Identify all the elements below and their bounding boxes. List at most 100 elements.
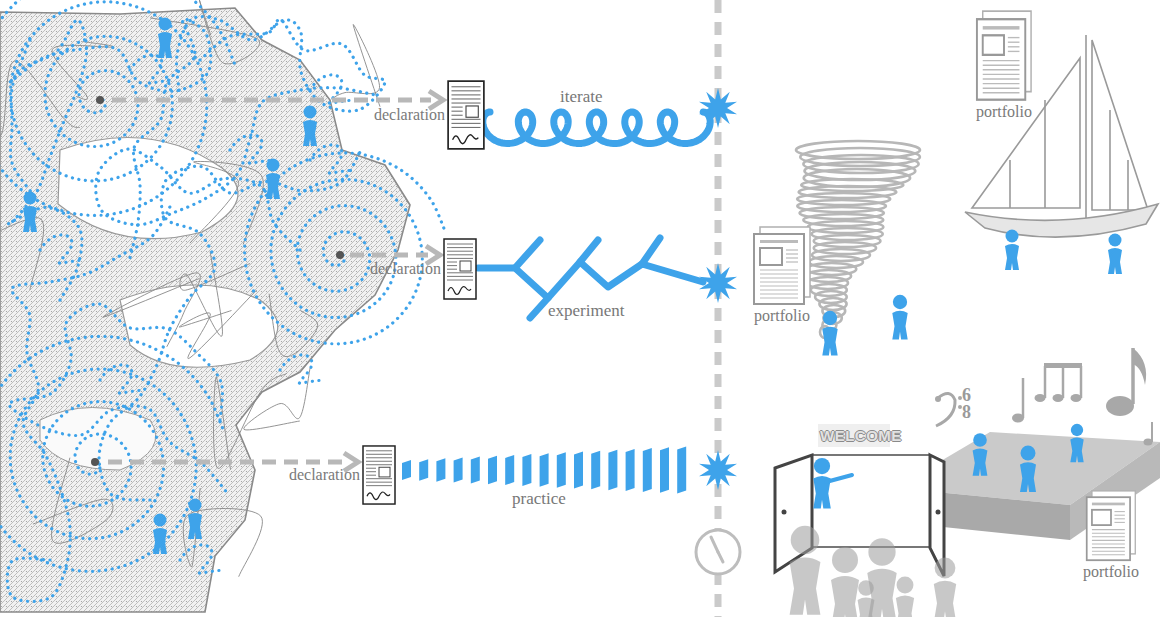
portfolio-text-line (1092, 543, 1125, 544)
path-loop (130, 55, 175, 83)
clock-hand (711, 537, 718, 552)
goal-star (699, 450, 737, 490)
person-head (1021, 446, 1036, 461)
door-panel (930, 455, 944, 576)
practice-bar (591, 451, 600, 490)
person-head (832, 547, 858, 573)
door-panel (775, 455, 812, 572)
document-text-line (366, 464, 392, 465)
spiral-center (96, 96, 104, 104)
greeter-arm (826, 475, 852, 482)
person-head (973, 433, 987, 447)
portfolio-page (1087, 497, 1130, 560)
portfolio-text-line (760, 293, 798, 294)
document-text-line (451, 127, 480, 128)
practice-bar (522, 454, 531, 486)
practice-bar (677, 446, 686, 493)
path-loop (100, 365, 145, 393)
portfolio-text-line (1114, 511, 1124, 512)
document-icon (447, 80, 485, 150)
map-road (103, 273, 200, 347)
document-text-line (366, 454, 392, 455)
map-road (214, 373, 287, 469)
music-notes (935, 348, 1153, 446)
dashed-arrow (112, 98, 431, 103)
document-text-line (447, 254, 473, 255)
person-head (897, 577, 914, 594)
document-text-line (366, 475, 376, 476)
clef-dot (935, 396, 941, 402)
clef-dot (958, 405, 962, 409)
practice-bar (419, 459, 428, 481)
document-text-line (451, 111, 462, 112)
process-label: practice (512, 490, 566, 507)
practice-bar (471, 457, 480, 484)
map-person (153, 514, 167, 555)
portfolio-text-line (760, 281, 798, 282)
signature (448, 287, 471, 295)
person-head (823, 311, 837, 325)
time-signature: 8 (962, 403, 971, 421)
practice-bar (574, 452, 583, 489)
portfolio-text-line (760, 269, 798, 270)
portfolio-text-line (786, 261, 798, 262)
portfolio-text-line (983, 60, 1020, 61)
document-text-line (366, 482, 392, 483)
practice-bar (505, 455, 514, 485)
map-road (183, 488, 262, 577)
portfolio-text-line (786, 253, 798, 254)
portfolio-text-line (760, 285, 798, 286)
practice-bar (608, 450, 617, 490)
signature (367, 492, 390, 500)
portfolio-text-line (983, 74, 1020, 75)
note-stem (1022, 378, 1025, 418)
sailboat (965, 35, 1158, 237)
map-person (188, 499, 202, 540)
document-text-line (451, 90, 480, 91)
document-text-line (366, 461, 392, 462)
visitor-silhouette (831, 547, 859, 617)
clock-face (696, 530, 740, 574)
note-stem (1151, 422, 1153, 442)
portfolio-header (1092, 503, 1125, 506)
spiral-center (91, 458, 99, 466)
document-text-line (447, 258, 473, 259)
person-head (189, 499, 202, 512)
portfolio-text-line (786, 249, 798, 250)
experiment-branch (515, 238, 660, 318)
person-head (814, 458, 830, 474)
portfolio-text-line (983, 78, 1020, 79)
document-text-line (451, 119, 480, 120)
map-illustration (0, 0, 445, 612)
portfolio-text-line (983, 92, 1020, 93)
wandering-path (8, 20, 86, 300)
note-stem (1044, 366, 1047, 398)
practice-bar (436, 458, 445, 481)
performer (1070, 424, 1083, 462)
note-flag (1133, 348, 1146, 385)
person-head (935, 558, 956, 579)
document-text-line (366, 457, 392, 458)
portfolio-page (977, 19, 1025, 100)
document-page (363, 446, 395, 504)
portfolio-label: portfolio (976, 104, 1032, 120)
portfolio-text-line (1008, 51, 1020, 52)
portfolio-text-line (1092, 536, 1125, 537)
note-stem (1080, 366, 1083, 398)
person-body (1108, 248, 1122, 274)
practice-bar (488, 456, 497, 485)
document-text-line (447, 269, 457, 270)
portfolio-text-line (1114, 518, 1124, 519)
time-signature: 6 (962, 386, 971, 404)
portfolio-text-line (1008, 37, 1020, 38)
person-figure (1108, 234, 1122, 275)
person-body (892, 311, 907, 340)
document-text-line (366, 485, 392, 486)
portfolio-document: portfolio (752, 226, 812, 306)
practice-bar (540, 453, 549, 487)
spiral-path (0, 336, 224, 571)
spiral-path (0, 0, 236, 215)
document-text-line (447, 272, 473, 273)
hull (965, 204, 1158, 237)
door-knob (782, 510, 787, 515)
